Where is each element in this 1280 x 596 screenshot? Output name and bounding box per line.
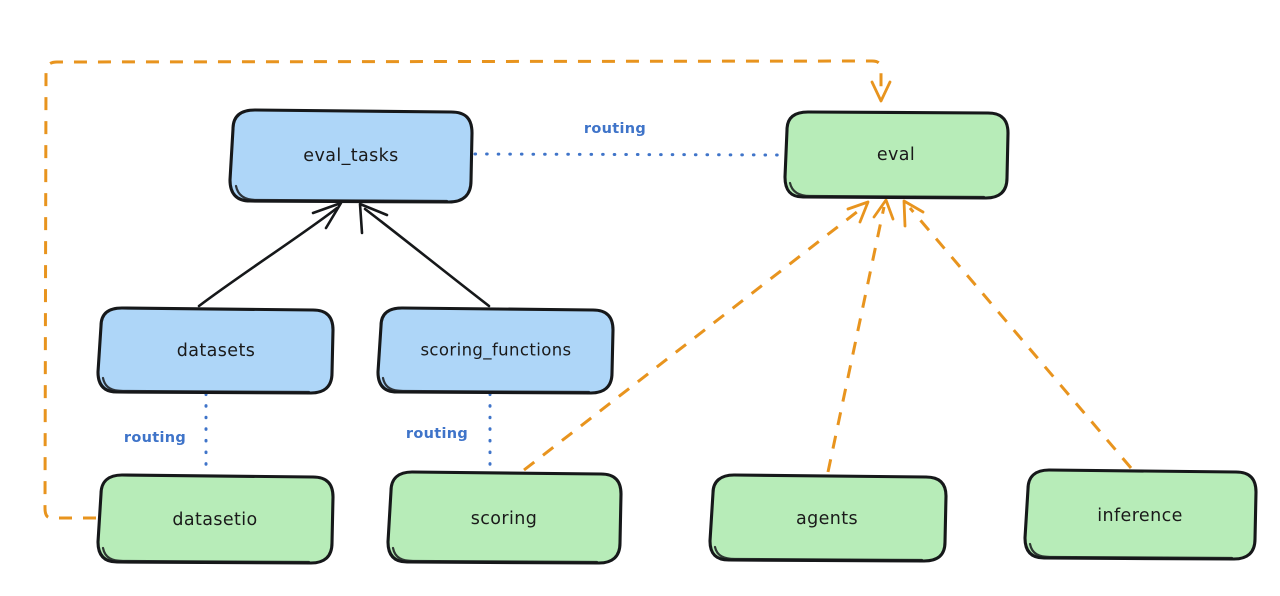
node-datasets[interactable]: datasets <box>96 306 335 395</box>
node-label-datasets: datasets <box>177 341 255 361</box>
edge-agents-to-eval <box>826 198 895 473</box>
node-label-inference: inference <box>1097 506 1183 526</box>
edge-label-routing-scoring: routing <box>406 426 468 442</box>
edge-datasetio-to-eval <box>43 59 892 520</box>
edge-label-routing-datasetio: routing <box>124 430 186 446</box>
node-label-scoring_functions: scoring_functions <box>420 341 571 361</box>
node-label-agents: agents <box>796 509 858 529</box>
node-datasetio[interactable]: datasetio <box>96 473 335 565</box>
node-label-datasetio: datasetio <box>172 510 257 530</box>
node-eval_tasks[interactable]: eval_tasks <box>228 108 474 204</box>
node-label-eval_tasks: eval_tasks <box>303 146 398 166</box>
edge-datasets-to-eval_tasks <box>197 201 343 308</box>
edge-eval_tasks-to-eval <box>473 152 785 157</box>
node-scoring_functions[interactable]: scoring_functions <box>376 306 615 395</box>
node-label-eval: eval <box>877 145 915 165</box>
node-agents[interactable]: agents <box>708 473 948 563</box>
node-scoring[interactable]: scoring <box>386 470 623 565</box>
node-label-scoring: scoring <box>471 509 538 529</box>
node-inference[interactable]: inference <box>1023 468 1258 561</box>
edge-scoring_functions-to-eval_tasks <box>358 202 491 308</box>
edge-label-routing-eval: routing <box>584 121 646 137</box>
edge-inference-to-eval <box>902 199 1133 469</box>
edge-scoring-to-eval <box>523 200 870 472</box>
node-eval[interactable]: eval <box>783 110 1010 200</box>
